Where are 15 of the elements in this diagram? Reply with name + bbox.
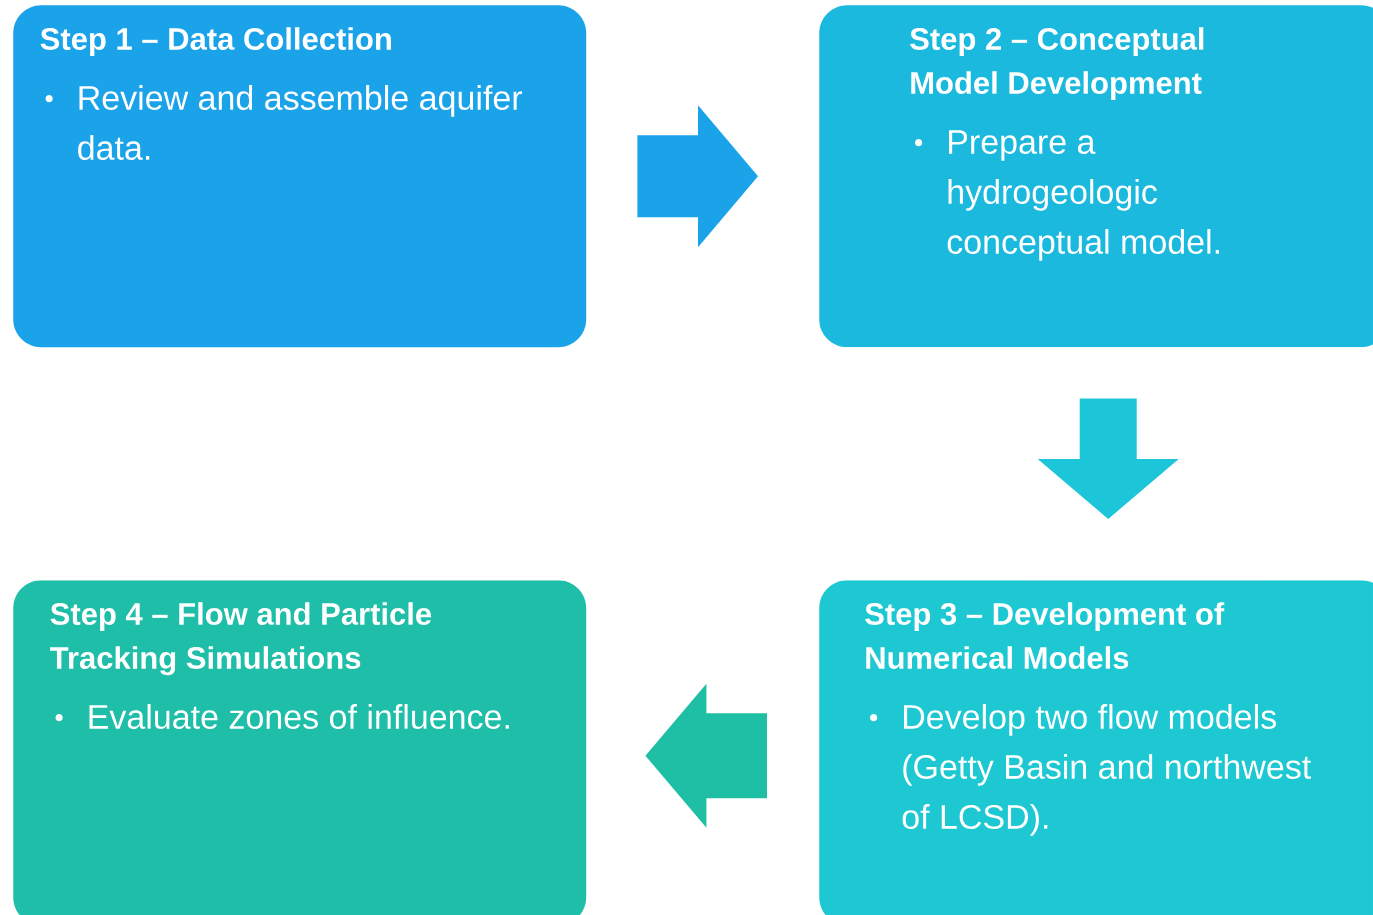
- block-arrow: [637, 105, 758, 248]
- step-box: [819, 5, 1373, 348]
- step-heading: Step 4 – Flow and Particle Tracking Simulations: [50, 602, 432, 676]
- bullet-text: Evaluate zones of influence.: [89, 704, 509, 729]
- step-heading: Step 1 – Data Collection: [40, 27, 391, 57]
- step-heading: Step 2 – Conceptual Model Development: [910, 27, 1204, 101]
- step-heading: Step 3 – Development of Numerical Models: [865, 602, 1225, 669]
- step-box: [819, 580, 1373, 915]
- bullet-text: Prepare a hydrogeologic conceptual model.: [947, 130, 1219, 261]
- bullet-text: Develop two flow models (Getty Basin and northwest of LCSD).: [902, 704, 1311, 836]
- block-arrow: [1037, 398, 1179, 519]
- step-box: [13, 5, 587, 348]
- step-box: [13, 580, 587, 915]
- block-arrow: [645, 683, 767, 828]
- bullet-text: Review and assemble aquifer data.: [78, 85, 523, 160]
